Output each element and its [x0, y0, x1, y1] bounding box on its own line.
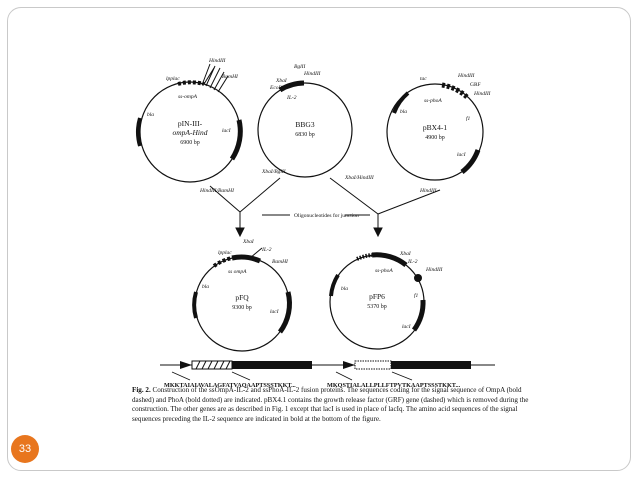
pfq-bla-label: bla — [202, 284, 209, 290]
pfp-il2-arc — [371, 252, 408, 268]
bbg-il2-label: IL-2 — [286, 95, 297, 101]
pfp-bla-label: bla — [341, 286, 348, 292]
pfp-junction-dot — [414, 274, 422, 282]
linear-construct-left: MKKTAIAIAVALAGFATVAQAAPTSSSTKKT... — [160, 360, 330, 389]
pbx-ssphoa-label: ss-phoA — [424, 98, 442, 104]
pfp-ssphoa-arc — [356, 253, 373, 261]
pbx-hindiii-label-2: HindIII — [473, 91, 492, 97]
junction-oligo-label: Oligonucleotides for junction — [294, 212, 359, 219]
pin-lpplac-label: lpplac — [166, 76, 180, 82]
pbx-bla-label: bla — [400, 109, 407, 115]
pfp-xbai-label: XbaI — [399, 251, 412, 257]
pbx-f1-label: f1 — [466, 115, 471, 122]
pfp-bla-arc — [329, 273, 340, 297]
pfq-il2-label: IL-2 — [261, 247, 272, 253]
pbx-bla-arc — [392, 91, 410, 114]
pfp-f1-label: f1 — [414, 292, 419, 299]
pfq-ssompa-arc — [212, 256, 233, 268]
ss-ompa-arc — [177, 80, 205, 86]
pin-ssompa-label: ss-ompA — [178, 94, 198, 100]
pbx-grf-label: GRF — [470, 82, 481, 88]
pbx-tac-label: tac — [420, 76, 427, 82]
pbx-hindiii-label-3: HindIII — [419, 188, 438, 194]
pin-hindiii-label: HindIII — [208, 58, 227, 64]
bla-gene-arc — [136, 117, 142, 147]
pbx-size: 4900 bp — [425, 135, 445, 141]
pin-bla-label: bla — [147, 112, 154, 118]
bbg-size: 6830 bp — [295, 132, 315, 138]
bbg-xbai-label: XbaI — [275, 78, 288, 84]
linear-construct-right: MKQSTIALALLPLLFTPVTKAAPTSSSTKKT... — [325, 360, 495, 389]
pfq-name: pFQ — [235, 293, 249, 302]
pfp-tac-label: tac — [368, 253, 375, 259]
pbx-hindiii-label-1: HindIII — [457, 73, 476, 79]
plasmid-pin-iii: pIN-III- ompA-Hind 6900 bp lpplac HindII… — [136, 58, 243, 183]
junction-connectors — [209, 177, 441, 238]
pfq-bamhi-label: BamHI — [272, 259, 289, 265]
bbg-ecori-label: EcoRI — [269, 85, 285, 91]
pfq-size: 9300 bp — [232, 305, 252, 311]
slide-number-badge: 33 — [11, 435, 39, 463]
junction-hind-bam: HindIII/BamHI — [199, 188, 235, 194]
bbg-bglii-label: BglII — [294, 64, 306, 70]
sequence-left: MKKTAIAIAVALAGFATVAQAAPTSSSTKKT... — [164, 382, 296, 389]
pfq-xbai-label: XbaI — [242, 239, 255, 245]
pfq-laci-arc — [277, 291, 292, 334]
slide-frame — [7, 7, 631, 471]
pin-laci-label: lacI — [222, 128, 232, 134]
laci-gene-arc — [229, 119, 243, 161]
bbg-hindiii-label: HindIII — [303, 71, 322, 77]
sequence-right: MKQSTIALALLPLLFTPVTKAAPTSSSTKKT... — [327, 382, 461, 389]
plasmid-pfq: pFQ 9300 bp XbaI lpplac IL-2 BamHI ss om… — [192, 239, 292, 352]
pfp-ssphoa-label: ss-phoA — [375, 268, 393, 274]
pfp-hindiii-label: HindIII — [425, 267, 444, 273]
il2-gene-arc — [278, 80, 305, 93]
pfp-size: 5370 bp — [367, 304, 387, 310]
pin-name-1: pIN-III- — [178, 119, 203, 128]
slide-number: 33 — [18, 443, 32, 455]
figure-label: Fig. 2. — [132, 386, 151, 394]
bbg-name: BBG3 — [295, 120, 314, 129]
plasmid-pfp6: pFP6 5370 bp tac XbaI IL-2 ss-phoA HindI… — [329, 251, 444, 350]
pbx-laci-arc — [460, 149, 481, 174]
pfq-laci-label: lacI — [270, 309, 280, 315]
plasmid-bbg3: BBG3 6830 bp XbaI EcoRI BglII HindIII IL… — [257, 64, 353, 178]
pfp-il2-label: IL-2 — [407, 259, 418, 265]
pfq-il2-arc — [231, 254, 261, 264]
pin-size: 6900 bp — [180, 140, 200, 146]
junction-xba-hind: XbaI/HindIII — [344, 175, 375, 181]
pbx-laci-label: lacI — [457, 152, 467, 158]
pbx-name: pBX4-1 — [423, 123, 447, 132]
figure-caption: Fig. 2. Construction of the ssOmpA-IL-2 … — [132, 386, 532, 424]
pfq-ssompa-label: ss ompA — [228, 269, 247, 275]
pfq-lpplac-label: lpplac — [218, 250, 232, 256]
junction-xba-bgl: XbaI/BglII — [261, 169, 287, 175]
pfp-laci-arc — [411, 299, 426, 332]
plasmid-pbx4-1: pBX4-1 4900 bp tac HindIII GRF HindIII s… — [386, 73, 492, 194]
pin-bamhi-label: BamHI — [222, 74, 239, 80]
pfp-name: pFP6 — [369, 292, 385, 301]
pin-name-2: ompA-Hind — [173, 128, 208, 137]
grf-gene-arc — [441, 82, 470, 100]
caption-text: Construction of the ssOmpA-IL-2 and ssPh… — [132, 386, 529, 423]
pfq-bla-arc — [192, 291, 198, 319]
pfp-laci-label: lacI — [402, 324, 412, 330]
